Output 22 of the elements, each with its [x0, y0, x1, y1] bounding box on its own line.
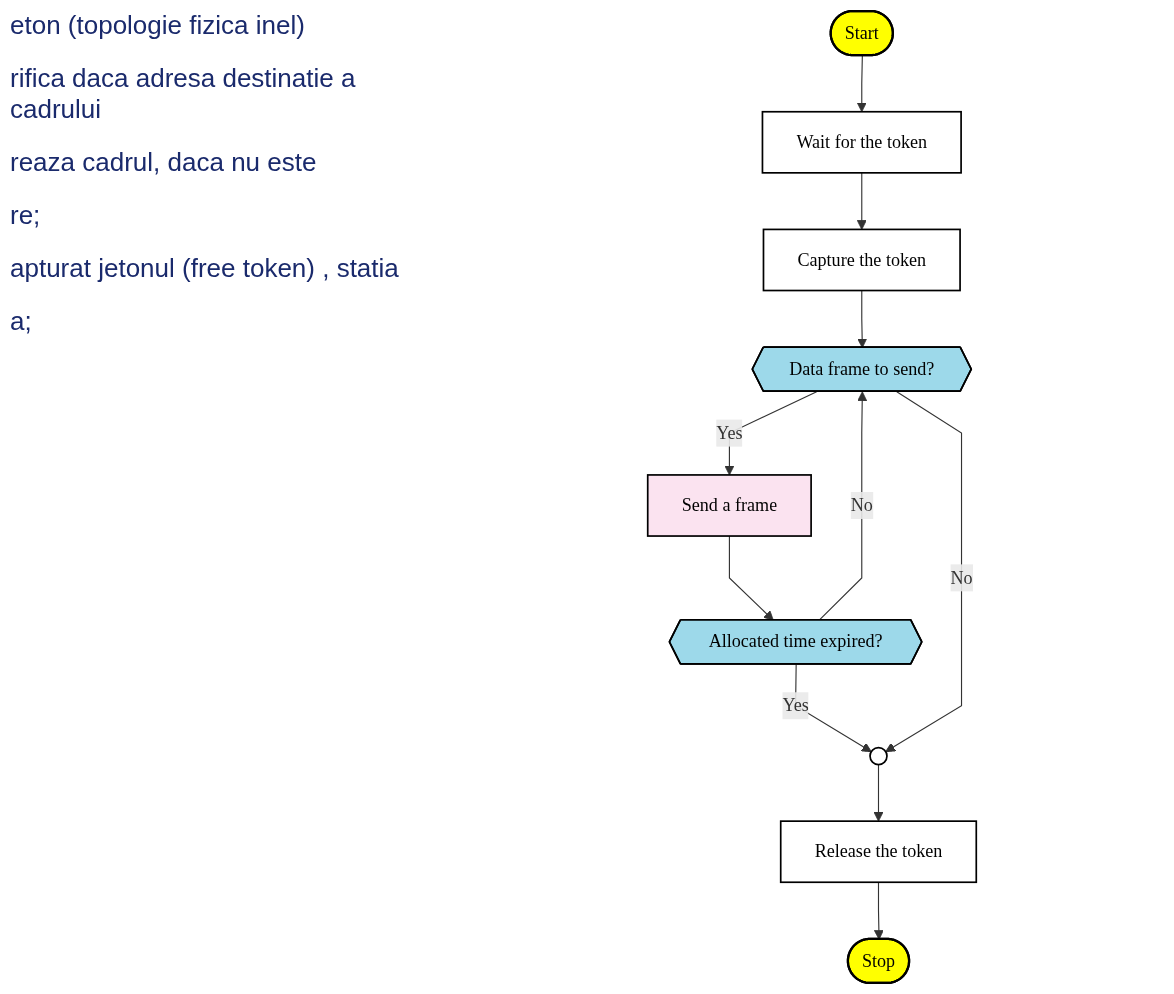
- slide-text: eton (topologie fizica inel): [10, 10, 306, 41]
- node-box: Wait for the token: [761, 110, 962, 174]
- arrow: [885, 391, 963, 753]
- slide-text: apturat jetonul (free token) , statia: [10, 253, 400, 284]
- edge-label: No: [850, 495, 873, 515]
- edge-label: No: [950, 567, 973, 587]
- slide-text: re;: [10, 200, 42, 231]
- edge-label: Yes: [782, 695, 809, 715]
- slide-text: a;: [10, 306, 33, 337]
- arrow: [728, 535, 774, 621]
- arrow: [857, 289, 868, 349]
- edge-label: Yes: [716, 422, 743, 443]
- arrow: [818, 391, 868, 621]
- slide-text: rifica daca adresa destinatie a cadrului: [10, 63, 357, 125]
- node-circle: [869, 746, 888, 766]
- node-box: Send a frame: [646, 474, 812, 537]
- slide-text: reaza cadrul, daca nu este: [10, 147, 318, 178]
- arrow: [873, 764, 884, 822]
- arrow: [856, 55, 867, 113]
- arrow: [856, 172, 867, 230]
- node-box: Capture the token: [762, 228, 961, 292]
- node-box: Release the token: [779, 820, 978, 884]
